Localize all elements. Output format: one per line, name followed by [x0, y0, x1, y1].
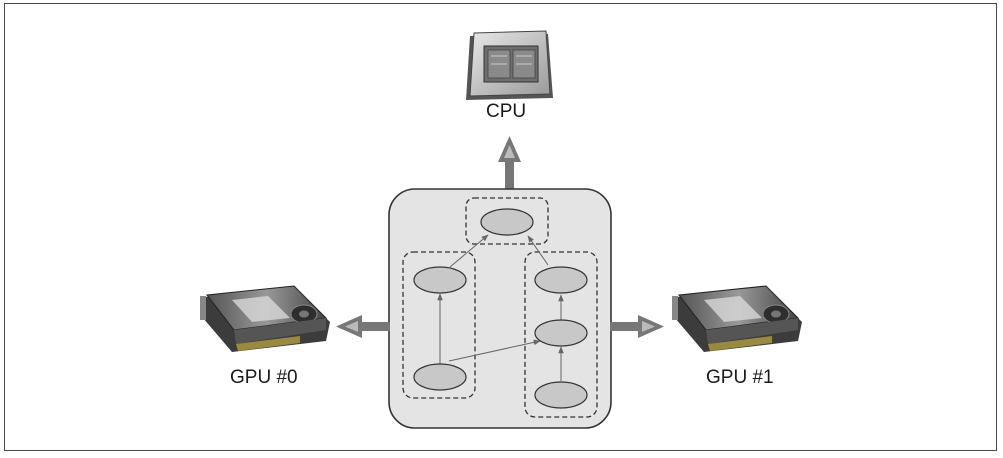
cpu-partition: [465, 197, 549, 245]
task-node: [413, 363, 467, 391]
task-node: [534, 319, 588, 347]
arrow-to-gpu1: [610, 315, 664, 338]
task-node: [480, 208, 534, 236]
dependency-edges: [437, 234, 564, 381]
graphics-card-icon: [672, 285, 802, 352]
gpu1-label: GPU #1: [706, 367, 774, 388]
task-node: [534, 381, 588, 409]
arrow-to-gpu0: [336, 315, 390, 338]
cpu-chip-icon: [466, 30, 553, 100]
cpu-label: CPU: [486, 101, 527, 122]
gpu0-partition: [402, 251, 476, 399]
task-node: [534, 266, 588, 294]
gpu1-partition: [524, 251, 598, 418]
graphics-card-icon: [200, 285, 330, 352]
gpu0-label: GPU #0: [230, 367, 298, 388]
task-node: [413, 266, 467, 294]
arrow-to-cpu: [498, 136, 521, 196]
